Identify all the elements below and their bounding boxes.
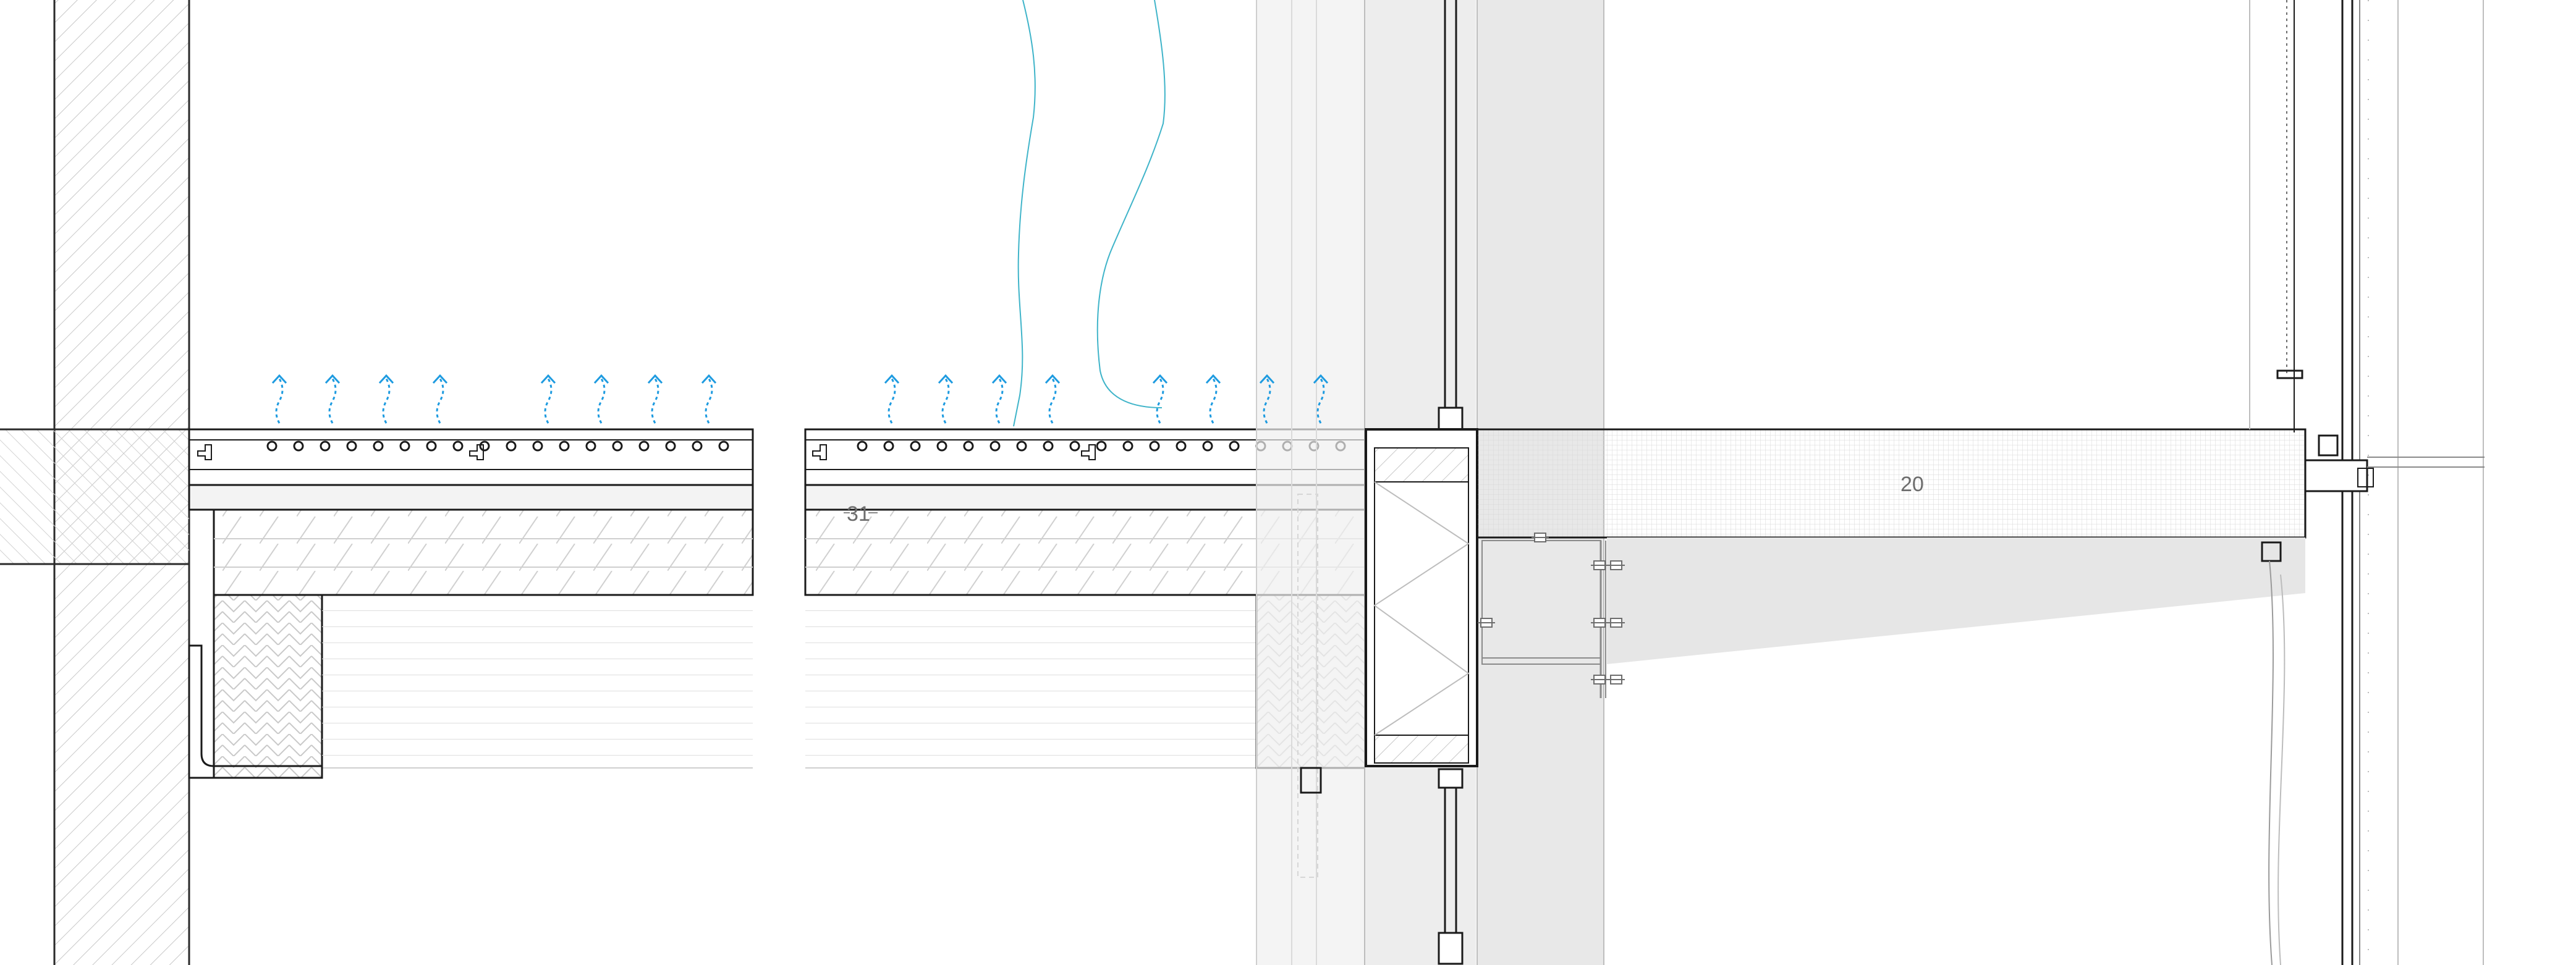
heating-pipe bbox=[532, 440, 543, 452]
heating-pipe bbox=[857, 440, 868, 452]
anchor-bolts bbox=[1478, 533, 1625, 685]
heating-pipe bbox=[665, 440, 676, 452]
right-facade bbox=[2249, 0, 2485, 965]
heating-pipe bbox=[585, 440, 596, 452]
cantilever-slab bbox=[1476, 428, 2307, 698]
clip-profile bbox=[197, 444, 212, 460]
heat-rising-arrow-icon bbox=[1152, 374, 1168, 424]
callout-31: 31 bbox=[847, 502, 870, 526]
heat-rising-arrow-icon bbox=[324, 374, 341, 424]
heating-pipe bbox=[718, 440, 729, 452]
heat-rising-arrow-icon bbox=[884, 374, 900, 424]
heating-pipe bbox=[559, 440, 570, 452]
heat-rising-arrow-icon bbox=[991, 374, 1007, 424]
callout-20: 20 bbox=[1900, 473, 1924, 496]
heating-pipe bbox=[452, 440, 464, 452]
heating-pipe bbox=[1202, 440, 1213, 452]
heating-pipe bbox=[692, 440, 703, 452]
heating-pipe bbox=[883, 440, 894, 452]
heating-pipe bbox=[479, 440, 490, 452]
heat-rising-arrow-icon bbox=[271, 374, 287, 424]
heating-pipe bbox=[506, 440, 517, 452]
heating-pipe bbox=[426, 440, 437, 452]
heating-pipe bbox=[612, 440, 623, 452]
floor-buildup-left bbox=[188, 428, 754, 779]
heat-rising-arrow-icon bbox=[701, 374, 717, 424]
heating-pipe bbox=[910, 440, 921, 452]
heating-pipe bbox=[1069, 440, 1080, 452]
left-wall bbox=[0, 0, 190, 965]
heat-rising-arrow-icon bbox=[593, 374, 609, 424]
rain-trace-line bbox=[1013, 0, 1166, 427]
heating-pipe bbox=[373, 440, 384, 452]
clip-profile bbox=[1081, 444, 1096, 460]
timber-post-box bbox=[1300, 428, 1478, 794]
heating-pipe bbox=[989, 440, 1001, 452]
floor-buildup-right bbox=[804, 428, 1367, 878]
heating-pipe bbox=[1016, 440, 1027, 452]
heat-rising-arrow-icon bbox=[378, 374, 394, 424]
heat-rising-arrow-icon bbox=[540, 374, 556, 424]
heating-pipe bbox=[936, 440, 947, 452]
clip-profile bbox=[469, 444, 484, 460]
heating-pipe bbox=[1096, 440, 1107, 452]
heating-pipe bbox=[1122, 440, 1133, 452]
heating-pipe bbox=[293, 440, 304, 452]
heating-pipe bbox=[1229, 440, 1240, 452]
heating-pipe bbox=[638, 440, 650, 452]
heat-rising-arrow-icon bbox=[1313, 374, 1329, 424]
clip-profile bbox=[812, 444, 827, 460]
heat-rising-arrow-icon bbox=[1044, 374, 1061, 424]
heat-rising-arrow-icon bbox=[1259, 374, 1275, 424]
heating-pipe bbox=[1149, 440, 1160, 452]
heat-rising-arrows bbox=[271, 374, 1329, 424]
heat-rising-arrow-icon bbox=[432, 374, 448, 424]
heat-rising-arrow-icon bbox=[1205, 374, 1221, 424]
heating-pipe bbox=[1043, 440, 1054, 452]
heat-rising-arrow-icon bbox=[938, 374, 954, 424]
heating-pipe bbox=[266, 440, 278, 452]
heating-pipe bbox=[1176, 440, 1187, 452]
heating-pipe bbox=[399, 440, 410, 452]
heat-rising-arrow-icon bbox=[647, 374, 663, 424]
heating-pipe bbox=[346, 440, 357, 452]
heating-pipe bbox=[320, 440, 331, 452]
callout-labels: 31 20 bbox=[844, 473, 1924, 526]
heating-pipe bbox=[963, 440, 974, 452]
